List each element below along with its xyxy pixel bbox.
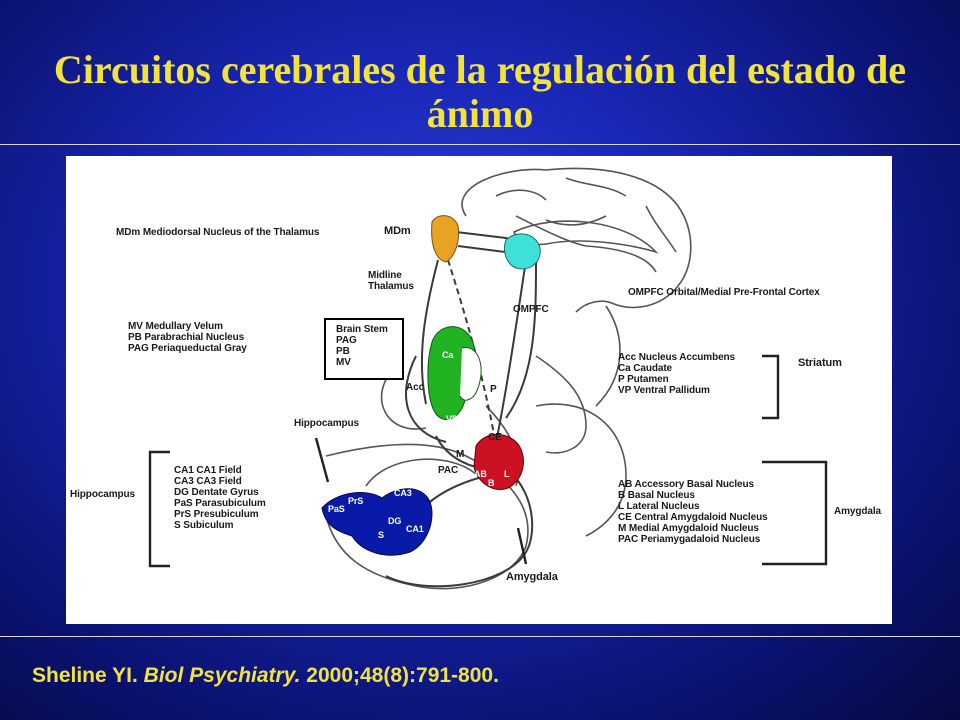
hippocampus-label: Hippocampus [294, 418, 360, 429]
hippocampus-bracket [148, 450, 170, 568]
citation-author: Sheline YI. [32, 664, 144, 687]
ca1-label: CA1 [406, 524, 424, 534]
s-label: S [378, 530, 384, 540]
citation-details: 2000;48(8):791-800. [300, 664, 499, 687]
midline-thalamus-label: Midline Thalamus [368, 270, 414, 292]
acc-label: Acc [406, 382, 425, 393]
striatum-group-label: Striatum [798, 357, 842, 369]
ca-label: Ca [442, 350, 454, 360]
striatum-legend: Acc Nucleus Accumbens Ca Caudate P Putam… [618, 352, 736, 396]
hippocampus-region [321, 488, 433, 556]
pathway-ompfc-amygdala [493, 259, 527, 453]
brain-stem-box-text: Brain Stem PAG PB MV [336, 324, 388, 368]
mdm-region [431, 215, 459, 263]
vp-label: VP [446, 414, 458, 424]
hippocampal-arc [365, 458, 477, 487]
ce-label: CE [488, 432, 502, 443]
dg-label: DG [388, 516, 402, 526]
ab-label: AB [474, 469, 487, 479]
hippocampus-pointer [314, 437, 330, 483]
cortex-outline [461, 167, 692, 313]
title-divider [0, 144, 960, 145]
amygdala-region [473, 434, 524, 490]
amygdala-bracket [762, 460, 828, 566]
cortex-gyri [495, 177, 677, 273]
ompfc-legend: OMPFC Orbital/Medial Pre-Frontal Cortex [628, 287, 820, 298]
brain-stem-box [324, 318, 404, 380]
amygdala-legend: AB Accessory Basal Nucleus B Basal Nucle… [618, 479, 768, 545]
putamen-region [459, 347, 482, 401]
ca3-label: CA3 [394, 488, 412, 498]
p-label: P [490, 384, 497, 395]
citation-journal: Biol Psychiatry. [143, 664, 301, 687]
pathway-acc-loop [405, 355, 447, 443]
amygdala-label: Amygdala [506, 571, 558, 583]
footer-divider [0, 636, 960, 637]
brain-stem-legend: MV Medullary Velum PB Parabrachial Nucle… [128, 321, 247, 354]
amygdala-pointer [516, 527, 528, 565]
mdm-label: MDm [384, 225, 411, 237]
mdm-legend: MDm Mediodorsal Nucleus of the Thalamus [116, 227, 320, 238]
striatum-bracket [762, 354, 780, 420]
temporal-outline [325, 443, 529, 590]
citation: Sheline YI. Biol Psychiatry. 2000;48(8):… [32, 664, 499, 688]
inferior-outline [535, 403, 627, 537]
pathway-ompfc-striatum [505, 259, 537, 419]
brainstem-outline [535, 305, 621, 454]
ompfc-label: OMPFC [513, 304, 549, 315]
pas-label: PaS [328, 504, 345, 514]
prs-label: PrS [348, 496, 364, 506]
l-label: L [504, 469, 510, 479]
slide-title: Circuitos cerebrales de la regulación de… [53, 47, 907, 136]
m-label: M [456, 449, 465, 460]
brain-circuit-diagram: MDm Midline Thalamus OMPFC Brain Stem PA… [66, 156, 892, 624]
pac-label: PAC [438, 465, 459, 476]
hippocampus-group-label: Hippocampus [70, 489, 136, 500]
b-label: B [488, 478, 495, 488]
amygdala-group-label: Amygdala [834, 506, 881, 517]
brain-illustration [148, 167, 828, 590]
ompfc-region [503, 233, 541, 270]
hippocampus-legend: CA1 CA1 Field CA3 CA3 Field DG Dentate G… [174, 465, 266, 531]
pathway-mdm-striatum [420, 259, 439, 405]
